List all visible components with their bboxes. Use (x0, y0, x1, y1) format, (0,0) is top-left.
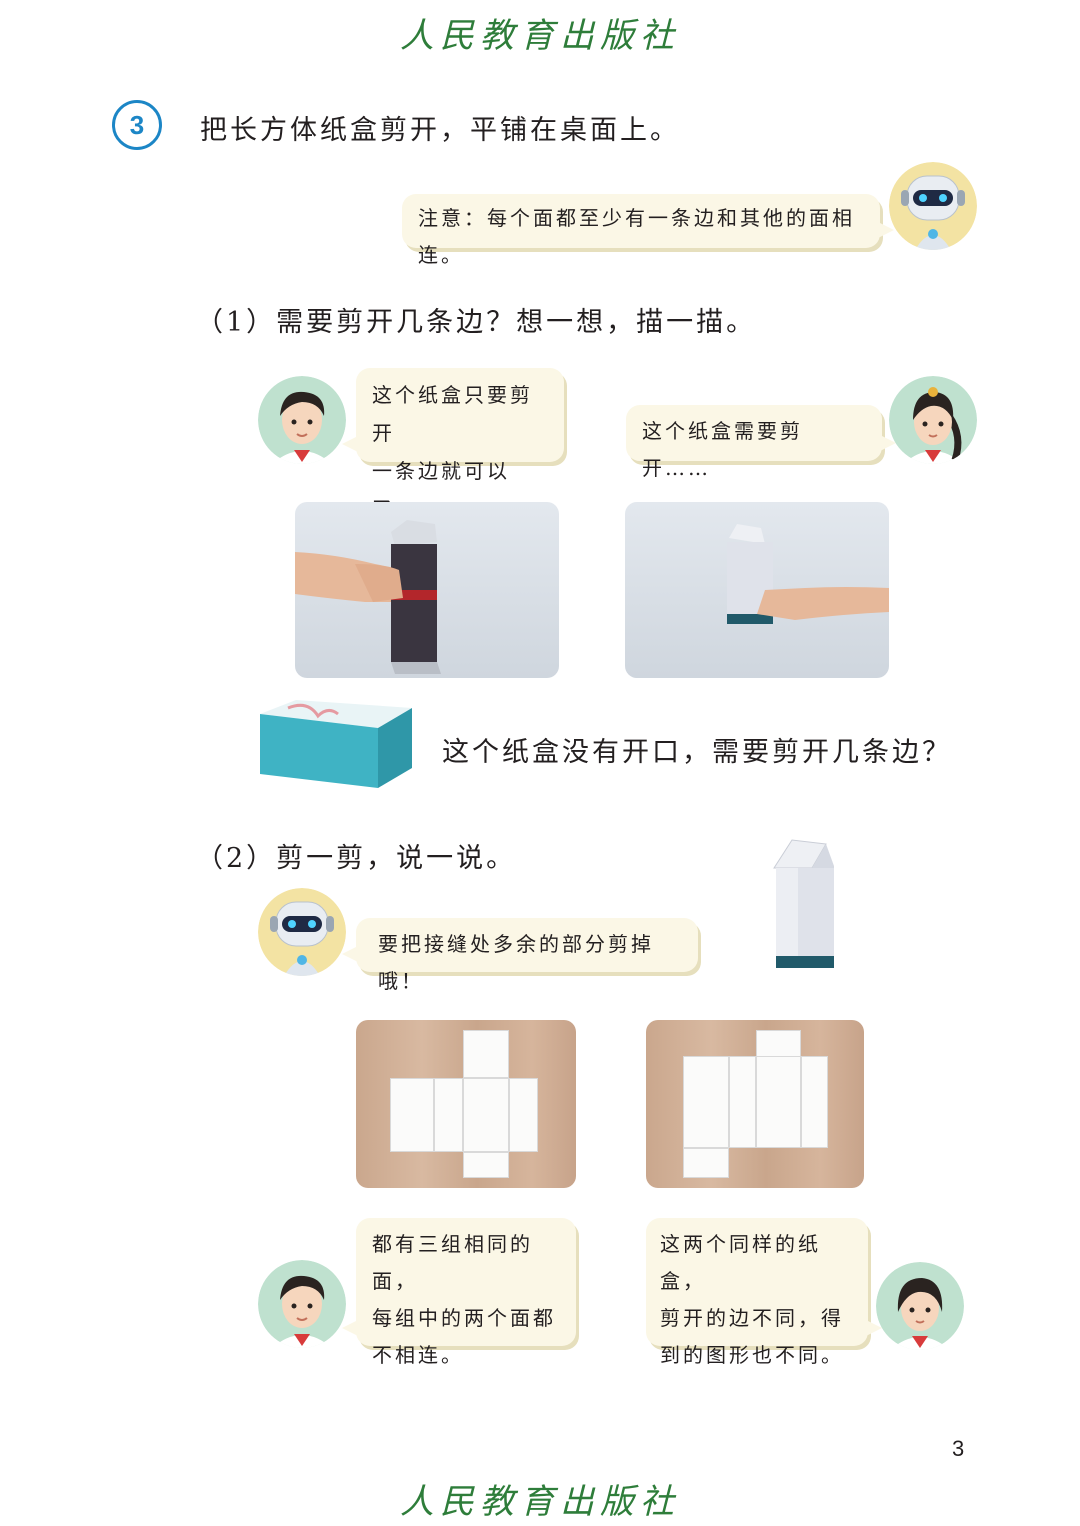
girl-avatar-icon (876, 1262, 964, 1350)
part2-robot-bubble: 要把接缝处多余的部分剪掉哦！ (342, 918, 698, 993)
boy-avatar-icon (258, 1260, 346, 1348)
part2-girl-line1: 这两个同样的纸盒， (660, 1232, 821, 1293)
question-text: 把长方体纸盒剪开，平铺在桌面上。 (200, 115, 680, 146)
photo-dark-box (295, 502, 559, 678)
white-box-image (772, 838, 838, 974)
closed-teal-box-image (258, 698, 414, 790)
part2-boy-line1: 都有三组相同的面， (372, 1232, 533, 1293)
girl-avatar-icon (889, 376, 977, 464)
question-number-badge: 3 (112, 100, 162, 150)
part1-boy-bubble: 这个纸盒只要剪开 一条边就可以了。 (342, 368, 564, 521)
robot-avatar-icon (258, 888, 346, 976)
part2-boy-line2: 每组中的两个面都 (372, 1306, 556, 1330)
part2-robot-tip: 要把接缝处多余的部分剪掉哦！ (378, 932, 654, 993)
part2-boy-bubble: 都有三组相同的面， 每组中的两个面都 不相连。 (342, 1218, 576, 1367)
part2-boy-line3: 不相连。 (372, 1343, 464, 1367)
photo-white-box (625, 502, 889, 678)
part2-label: （2）剪一剪，说一说。 (196, 843, 517, 874)
robot-avatar-icon (889, 162, 977, 250)
page-number: 3 (952, 1436, 965, 1461)
part1-girl-bubble: 这个纸盒需要剪开…… (626, 405, 896, 480)
part2-girl-bubble: 这两个同样的纸盒， 剪开的边不同，得 到的图形也不同。 (646, 1218, 882, 1367)
closed-box-question: 这个纸盒没有开口，需要剪开几条边？ (442, 737, 952, 768)
part2-girl-line3: 到的图形也不同。 (660, 1343, 844, 1367)
part1-label: （1）需要剪开几条边？想一想，描一描。 (196, 307, 757, 338)
part2-girl-line2: 剪开的边不同，得 (660, 1306, 844, 1330)
robot-note-text: 注意：每个面都至少有一条边和其他的面相连。 (418, 206, 855, 267)
publisher-logo-top: 人民教育出版社 (400, 16, 680, 56)
publisher-logo-bottom: 人民教育出版社 (400, 1482, 680, 1522)
boy-avatar-icon (258, 376, 346, 464)
unfolded-net-photo-2 (646, 1020, 864, 1188)
robot-note-bubble: 注意：每个面都至少有一条边和其他的面相连。 (402, 194, 894, 267)
unfolded-net-photo-1 (356, 1020, 576, 1188)
part1-boy-line1: 这个纸盒只要剪开 (372, 383, 533, 445)
part1-girl-text: 这个纸盒需要剪开…… (642, 419, 803, 480)
